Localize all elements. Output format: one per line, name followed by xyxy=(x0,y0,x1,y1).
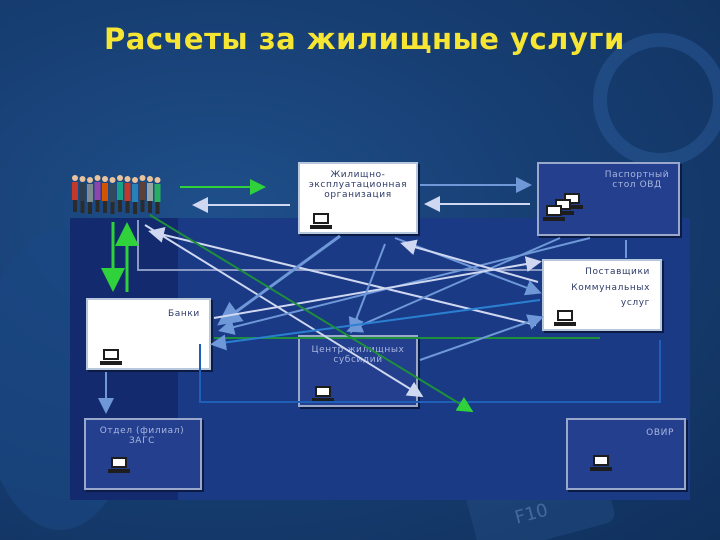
arrow-passport-to-subsidy xyxy=(346,237,561,333)
node-passport: Паспортный стол ОВД xyxy=(537,162,680,236)
arrow-zheo-to-banks xyxy=(217,234,341,326)
node-banks-label: Банки xyxy=(168,309,200,319)
computer-icon xyxy=(590,455,612,471)
arrow-subsidy-to-suppliers xyxy=(419,314,544,361)
node-banks: Банки xyxy=(86,298,211,370)
node-subsidy-label: Центр жилищных субсидий xyxy=(311,345,405,365)
node-passport-label: Паспортный стол ОВД xyxy=(604,170,670,190)
node-zags-label: Отдел (филиал) ЗАГС xyxy=(99,426,185,446)
node-suppliers-label-3: услуг xyxy=(620,298,650,308)
node-suppliers-label-2: Коммунальных xyxy=(571,283,650,293)
node-zheo: Жилищно-эксплуатационная организация xyxy=(298,162,418,234)
node-suppliers: Поставщики Коммунальных услуг xyxy=(542,259,662,331)
node-zheo-label: Жилищно-эксплуатационная организация xyxy=(308,170,408,200)
computer-group-icon xyxy=(543,193,583,221)
node-zags: Отдел (филиал) ЗАГС xyxy=(84,418,202,490)
people-icon xyxy=(72,175,161,214)
page-title: Расчеты за жилищные услуги xyxy=(104,22,625,56)
arrow-zheo-to-suppliers xyxy=(394,237,542,296)
computer-icon xyxy=(554,310,576,326)
arrow-zheo-to-subsidy xyxy=(348,243,386,334)
computer-icon xyxy=(312,386,334,402)
line-bottom-connect xyxy=(199,340,661,403)
node-subsidy: Центр жилищных субсидий xyxy=(298,335,418,407)
computer-icon xyxy=(310,213,332,229)
node-ovir-label: ОВИР xyxy=(646,428,674,438)
arrow-suppliers-to-zheo xyxy=(400,239,539,283)
node-ovir: ОВИР xyxy=(566,418,686,490)
computer-icon xyxy=(108,457,130,473)
arrow-suppliers-to-people xyxy=(148,227,537,326)
arrow-banks-to-suppliers xyxy=(213,256,542,319)
arrow-suppliers-to-banks xyxy=(210,299,541,351)
arrow-people-to-subsidy-2 xyxy=(149,214,474,413)
node-suppliers-label-1: Поставщики xyxy=(585,267,650,277)
computer-icon xyxy=(100,349,122,365)
arrow-people-to-subsidy xyxy=(144,224,424,398)
